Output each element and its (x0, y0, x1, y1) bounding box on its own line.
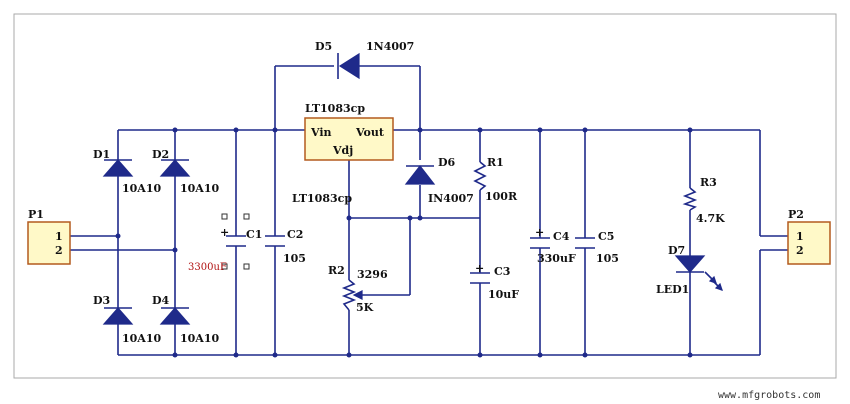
potentiometer-r2 (341, 279, 363, 311)
label-c3: C3 (494, 265, 510, 278)
label-p1: P1 (28, 208, 44, 221)
label-c5-value: 105 (596, 252, 619, 265)
label-d1: D1 (93, 148, 110, 161)
label-d2-value: 10A10 (180, 182, 219, 195)
label-ic-side: LT1083cp (292, 192, 352, 205)
label-d5: D5 (315, 40, 332, 53)
diode-d1 (102, 159, 134, 177)
label-d3: D3 (93, 294, 110, 307)
resistor-r3 (682, 187, 698, 211)
label-d5-value: 1N4007 (366, 40, 414, 53)
label-r3-value: 4.7K (696, 212, 725, 225)
label-c1-plus: + (220, 226, 229, 239)
label-c3-plus: + (475, 262, 484, 275)
wires (70, 65, 788, 356)
label-d4-value: 10A10 (180, 332, 219, 345)
label-d4: D4 (152, 294, 170, 307)
label-pin-vout: Vout (355, 126, 385, 139)
capacitor-c1 (226, 235, 246, 247)
label-d6: D6 (438, 156, 456, 169)
label-p2-pin1: 1 (796, 230, 804, 243)
label-ic-top: LT1083cp (305, 102, 365, 115)
junctions (115, 127, 693, 358)
label-d1-value: 10A10 (122, 182, 161, 195)
capacitor-c2 (265, 235, 285, 247)
regulator-u1 (304, 117, 394, 161)
label-r2: R2 (328, 264, 345, 277)
diode-d3 (102, 307, 134, 325)
label-p2: P2 (788, 208, 804, 221)
label-c4-plus: + (535, 226, 544, 239)
label-r1-value: 100R (485, 190, 518, 203)
label-c5: C5 (598, 230, 614, 243)
label-pin-vdj: Vdj (332, 144, 353, 157)
label-c1-value: 3300uF (188, 262, 227, 273)
label-c2: C2 (287, 228, 303, 241)
diode-d2 (159, 159, 191, 177)
capacitor-c5 (575, 237, 595, 249)
label-d6-value: IN4007 (428, 192, 474, 205)
connector-p2 (787, 221, 831, 265)
label-r2-package: 3296 (357, 268, 388, 281)
label-c3-value: 10uF (488, 288, 519, 301)
led-d7 (674, 255, 723, 291)
label-p2-pin2: 2 (796, 244, 804, 257)
label-r2-value: 5K (356, 301, 374, 314)
label-d2: D2 (152, 148, 169, 161)
label-r1: R1 (487, 156, 504, 169)
resistor-r1 (473, 161, 487, 191)
connector-p1 (27, 221, 71, 265)
label-led1: LED1 (656, 283, 689, 296)
label-c4: C4 (553, 230, 570, 243)
capacitor-c3 (470, 272, 490, 284)
label-r3: R3 (700, 176, 717, 189)
diode-d6 (404, 165, 436, 185)
label-p1-pin2: 2 (55, 244, 63, 257)
label-c4-value: 330uF (537, 252, 576, 265)
diode-d4 (159, 307, 191, 325)
c1-selection-handles (221, 213, 250, 270)
label-c1: C1 (246, 228, 262, 241)
sheet-border (13, 13, 837, 379)
capacitor-c4 (530, 237, 550, 249)
label-d7: D7 (668, 244, 685, 257)
diode-d5 (337, 52, 360, 80)
watermark: www.mfgrobots.com (718, 390, 820, 401)
label-p1-pin1: 1 (55, 230, 63, 243)
label-d3-value: 10A10 (122, 332, 161, 345)
label-c2-value: 105 (283, 252, 306, 265)
label-pin-vin: Vin (310, 126, 332, 139)
